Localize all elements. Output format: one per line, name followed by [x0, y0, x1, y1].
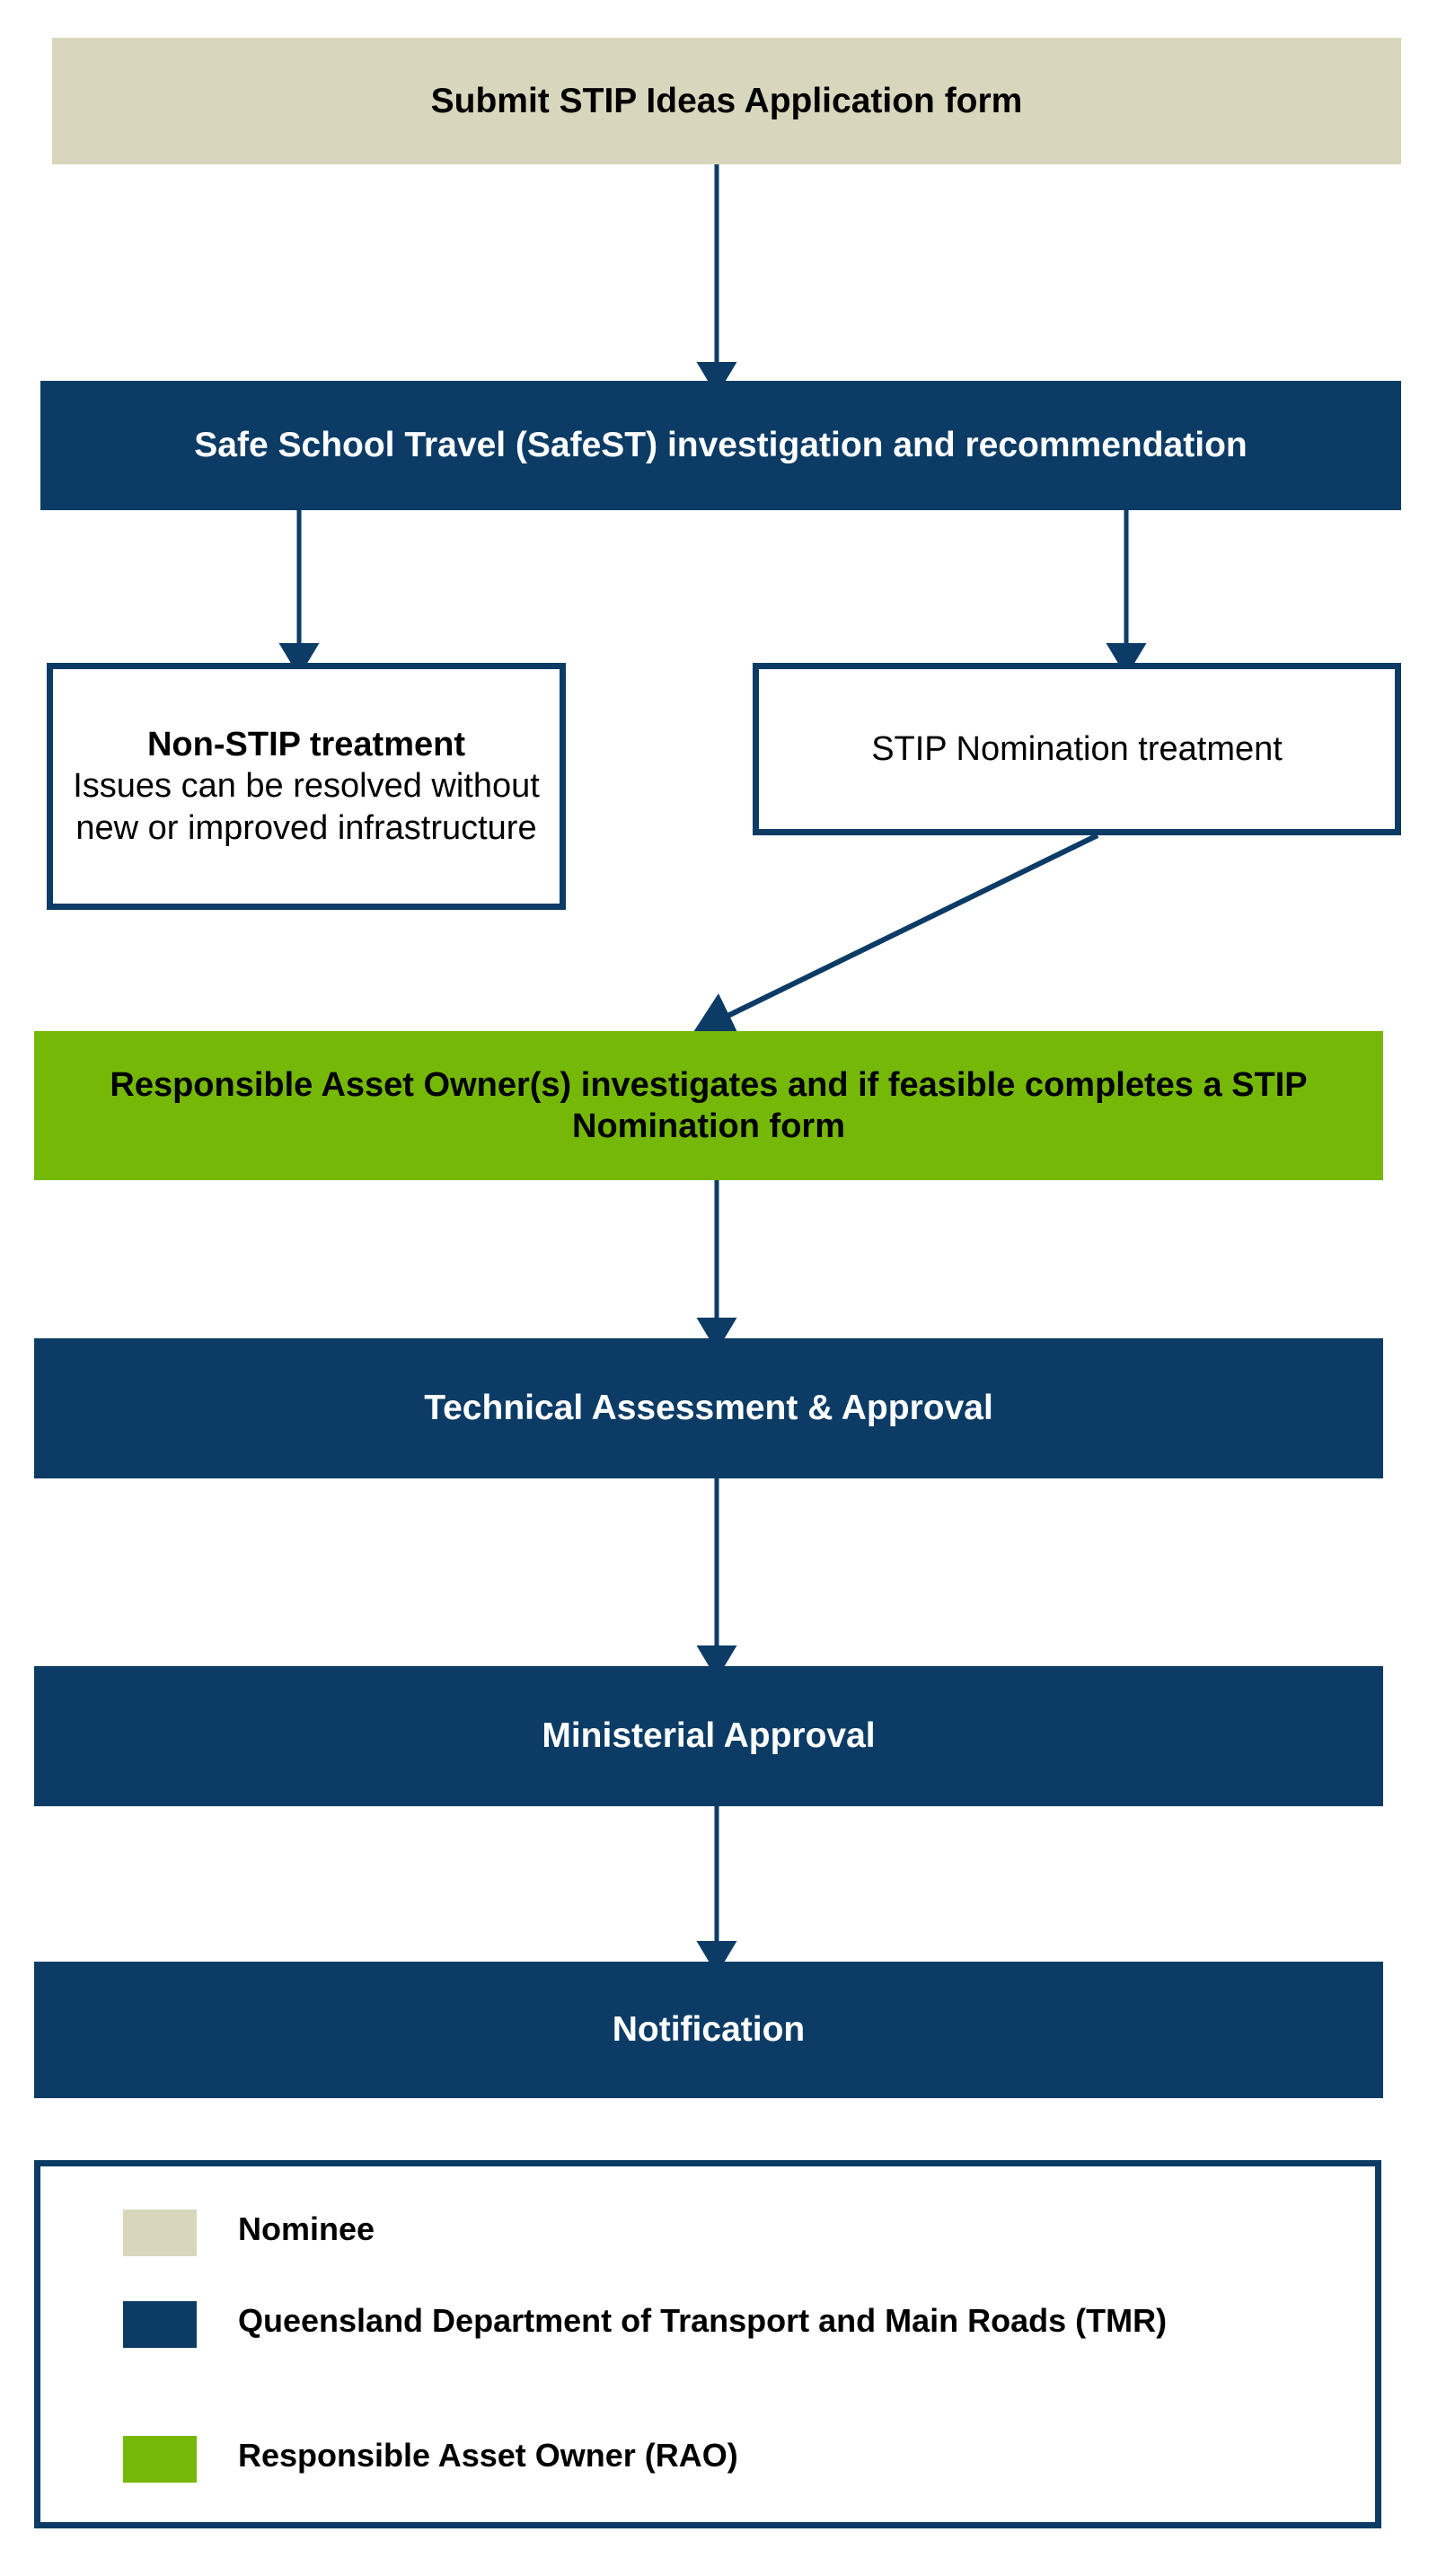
node-non-stip-treatment-heading: Non-STIP treatment — [146, 725, 465, 763]
legend-swatch-rao — [123, 2436, 197, 2483]
node-submit-stip-ideas[interactable]: Submit STIP Ideas Application form — [52, 38, 1401, 164]
node-submit-stip-ideas-label: Submit STIP Ideas Application form — [430, 81, 1023, 120]
node-safest-investigation-label: Safe School Travel (SafeST) investigatio… — [194, 426, 1248, 465]
legend-panel: Nominee Queensland Department of Transpo… — [34, 2160, 1381, 2528]
node-ministerial-approval-label: Ministerial Approval — [542, 1716, 876, 1756]
node-rao-investigates[interactable]: Responsible Asset Owner(s) investigates … — [34, 1031, 1383, 1180]
node-non-stip-treatment-body: Issues can be resolved without new or im… — [73, 767, 540, 847]
legend-swatch-tmr — [123, 2301, 197, 2348]
node-stip-nomination-treatment-label: STIP Nomination treatment — [871, 729, 1283, 768]
node-notification-label: Notification — [612, 2010, 806, 2050]
legend-label-nominee: Nominee — [238, 2210, 375, 2247]
legend-item-nominee: Nominee — [123, 2210, 375, 2256]
legend-item-rao: Responsible Asset Owner (RAO) — [123, 2436, 738, 2483]
legend-label-tmr: Queensland Department of Transport and M… — [238, 2302, 1168, 2339]
node-notification[interactable]: Notification — [34, 1962, 1383, 2098]
legend-label-rao: Responsible Asset Owner (RAO) — [238, 2437, 738, 2474]
node-technical-assessment[interactable]: Technical Assessment & Approval — [34, 1338, 1383, 1478]
node-non-stip-treatment-text: Non-STIP treatment Issues can be resolve… — [53, 724, 560, 849]
legend-swatch-nominee — [123, 2210, 197, 2256]
node-safest-investigation[interactable]: Safe School Travel (SafeST) investigatio… — [40, 381, 1401, 510]
legend-item-tmr: Queensland Department of Transport and M… — [123, 2301, 1167, 2348]
node-ministerial-approval[interactable]: Ministerial Approval — [34, 1666, 1383, 1806]
node-rao-investigates-label: Responsible Asset Owner(s) investigates … — [110, 1065, 1308, 1145]
node-technical-assessment-label: Technical Assessment & Approval — [424, 1389, 993, 1428]
arrow-stip-nomination-to-rao — [692, 833, 1099, 1037]
node-non-stip-treatment[interactable]: Non-STIP treatment Issues can be resolve… — [47, 663, 566, 910]
node-stip-nomination-treatment[interactable]: STIP Nomination treatment — [753, 663, 1401, 835]
